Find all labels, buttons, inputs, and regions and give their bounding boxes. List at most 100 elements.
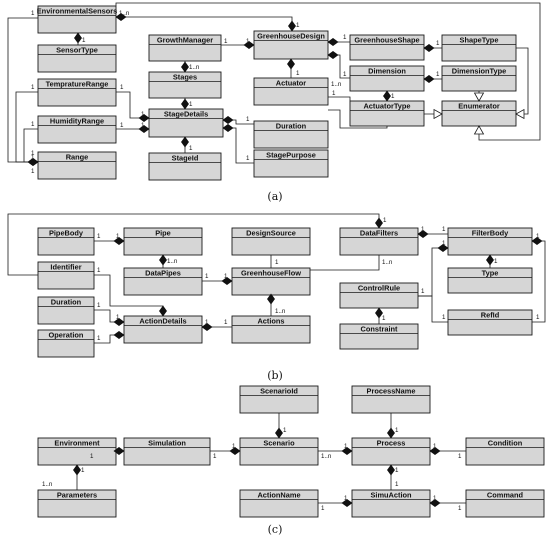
generalization-triangle — [473, 125, 485, 135]
class-name: PipeBody — [49, 229, 84, 238]
panel-1: EnvironmentalSensorsSensorTypeTemprature… — [37, 5, 517, 203]
class-name: HumidityRange — [50, 117, 104, 126]
composition-diamond — [243, 41, 255, 49]
class-box-environmental-sensors: EnvironmentalSensors — [37, 5, 117, 34]
multiplicity-label: 1 — [31, 150, 35, 157]
multiplicity-label: 1 — [97, 267, 101, 274]
composition-diamond — [181, 136, 189, 148]
class-box-identifier: Identifier — [37, 261, 95, 290]
class-name: GreenhouseFlow — [241, 269, 301, 278]
composition-diamond — [113, 318, 125, 326]
composition-diamond — [375, 217, 383, 229]
class-box-stage-details: StageDetails — [148, 108, 224, 138]
composition-diamond — [222, 116, 234, 124]
class-box-frame — [339, 282, 419, 309]
multiplicity-label: 1 — [395, 481, 399, 488]
class-box-frame — [37, 261, 95, 290]
class-box-greenhouse-flow: GreenhouseFlow — [231, 267, 311, 296]
class-name: StageDetails — [164, 110, 208, 119]
multiplicity-label: 1 — [232, 443, 236, 450]
multiplicity-label: 1 — [90, 453, 94, 460]
multiplicity-label: 1 — [205, 273, 209, 280]
composition-diamond — [222, 124, 234, 132]
class-name: ActionDetails — [139, 317, 186, 326]
composition-diamond — [341, 447, 353, 455]
multiplicity-label: 1 — [332, 90, 336, 97]
class-box-frame — [37, 227, 95, 256]
association-line — [310, 255, 380, 271]
class-box-actions: Actions — [231, 315, 311, 344]
multiplicity-label: 1 — [391, 93, 395, 100]
multiplicity-label: 1 — [31, 121, 35, 128]
class-box-stage-id: StageId — [148, 152, 222, 181]
class-box-dimension: Dimension — [349, 65, 425, 92]
class-box-ref-id: RefId — [447, 309, 533, 336]
class-box-frame — [239, 437, 319, 466]
association-line — [516, 47, 529, 115]
class-box-frame — [148, 34, 222, 62]
composition-diamond — [27, 158, 39, 166]
multiplicity-label: 1 — [433, 443, 437, 450]
class-name: Process — [377, 439, 406, 448]
composition-diamond — [327, 51, 339, 59]
class-box-stage-purpose: StagePurpose — [253, 149, 329, 178]
class-box-action-name: ActionName — [239, 489, 319, 518]
class-name: ShapeType — [460, 36, 499, 45]
class-name: ProcessName — [367, 387, 416, 396]
multiplicity-label: 1 — [246, 38, 250, 45]
class-name: Simulation — [148, 439, 186, 448]
class-name: DataPipes — [145, 269, 181, 278]
composition-diamond — [113, 237, 125, 245]
class-name: ControlRule — [358, 284, 400, 293]
class-box-data-filters: DataFilters — [339, 227, 419, 256]
class-box-frame — [37, 296, 95, 325]
class-box-pipe: Pipe — [123, 227, 203, 256]
multiplicity-label: 1 — [189, 145, 193, 152]
multiplicity-label: 1 — [31, 10, 35, 17]
multiplicity-label: 1 — [343, 71, 347, 78]
composition-diamond — [73, 464, 81, 476]
multiplicity-label: 1 — [81, 467, 85, 474]
class-name: RefId — [481, 311, 500, 320]
class-box-duration: Duration — [253, 120, 329, 149]
composition-diamond — [221, 277, 233, 285]
class-box-frame — [339, 227, 419, 256]
class-box-frame — [148, 152, 222, 181]
class-name: StagePurpose — [266, 151, 316, 160]
association-line — [328, 96, 351, 101]
panel-caption: (c) — [268, 523, 283, 536]
class-name: Identifier — [50, 263, 81, 272]
class-box-frame — [351, 437, 431, 466]
class-box-frame — [253, 149, 329, 178]
multiplicity-label: 1 — [433, 495, 437, 502]
multiplicity-label: 1 — [246, 116, 250, 123]
class-name: Range — [66, 153, 89, 162]
composition-diamond — [423, 44, 435, 52]
generalization-triangle — [515, 108, 525, 120]
class-box-frame — [37, 151, 117, 180]
class-box-simulation: Simulation — [123, 437, 211, 466]
class-name: DimensionType — [452, 67, 506, 76]
multiplicity-label: 1 — [82, 37, 86, 44]
multiplicity-label: 1 — [436, 71, 440, 78]
composition-diamond — [429, 447, 441, 455]
class-name: Scenario — [263, 439, 295, 448]
multiplicity-label: 1 — [458, 453, 462, 460]
composition-diamond — [113, 447, 125, 455]
class-name: Dimension — [368, 67, 406, 76]
multiplicity-label: 1 — [383, 217, 387, 224]
multiplicity-label: 1 — [116, 314, 120, 321]
class-name: Constraint — [361, 325, 398, 334]
generalization-triangle — [433, 108, 443, 120]
composition-diamond — [115, 13, 127, 21]
composition-diamond — [74, 32, 82, 44]
multiplicity-label: 1 — [395, 427, 399, 434]
class-box-range: Range — [37, 151, 117, 180]
multiplicity-label: 1 — [141, 111, 145, 118]
class-box-action-details: ActionDetails — [123, 315, 203, 344]
multiplicity-label: 1 — [97, 302, 101, 309]
class-box-design-source: DesignSource — [231, 227, 311, 256]
multiplicity-label: 1 — [31, 84, 35, 91]
class-box-stages: Stages — [148, 71, 222, 99]
multiplicity-label: 1..n — [331, 81, 342, 88]
